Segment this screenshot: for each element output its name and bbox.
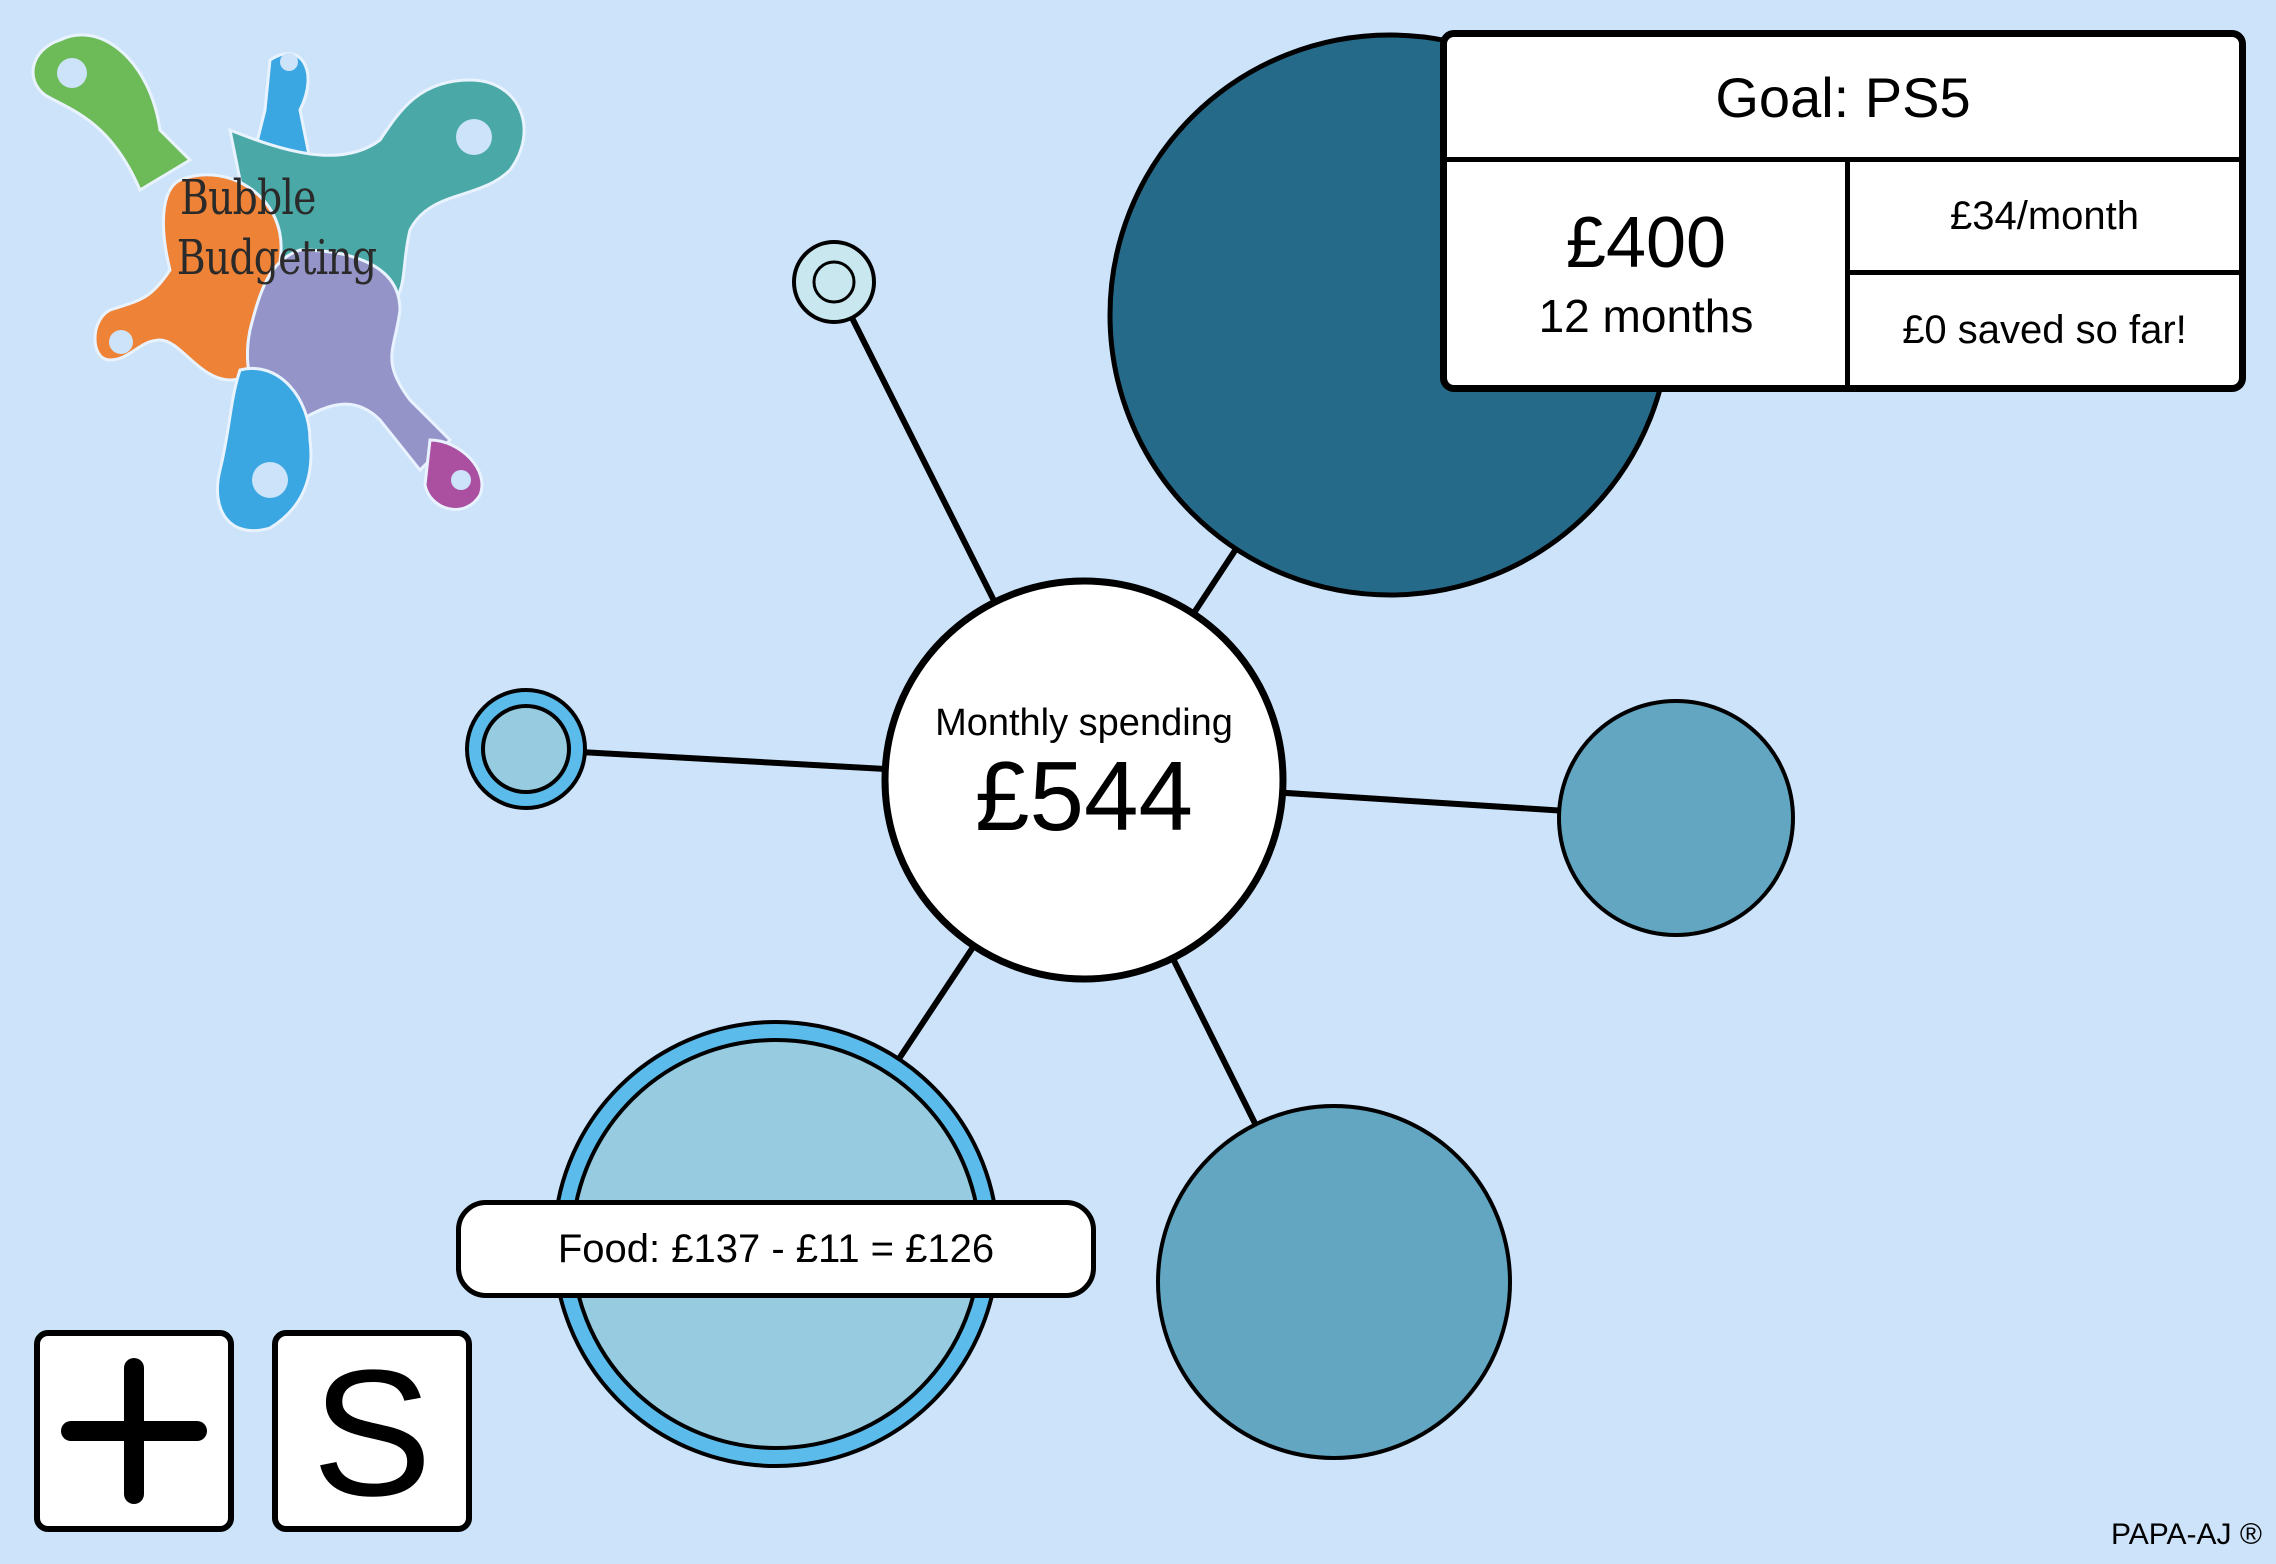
plus-icon xyxy=(61,1358,207,1504)
bubble-small-left[interactable] xyxy=(465,688,587,810)
goal-card[interactable]: Goal: PS5 £400 12 months £34/month £0 sa… xyxy=(1440,30,2246,392)
goal-monthly-amount: £34/month xyxy=(1850,162,2239,275)
save-button-label: S xyxy=(311,1333,433,1534)
footer-credit: PAPA-AJ ® xyxy=(2110,1518,2262,1551)
goal-saved-amount: £0 saved so far! xyxy=(1902,307,2187,352)
goal-target: £400 12 months xyxy=(1447,162,1850,385)
goal-progress: £34/month £0 saved so far! xyxy=(1850,162,2239,385)
logo xyxy=(31,33,526,533)
bubble-bottom-right[interactable] xyxy=(1156,1104,1512,1460)
goal-title: Goal: PS5 xyxy=(1447,37,2239,162)
goal-duration: 12 months xyxy=(1538,290,1754,343)
food-tooltip: Food: £137 - £11 = £126 xyxy=(456,1200,1096,1298)
bubble-small-top[interactable] xyxy=(792,240,876,324)
bubble-right[interactable] xyxy=(1557,699,1795,937)
add-bubble-button[interactable] xyxy=(34,1330,234,1532)
bubble-center[interactable] xyxy=(881,577,1287,983)
goal-amount: £400 xyxy=(1565,202,1727,283)
goal-body: £400 12 months £34/month £0 saved so far… xyxy=(1447,162,2239,385)
save-button[interactable]: S xyxy=(272,1330,472,1532)
